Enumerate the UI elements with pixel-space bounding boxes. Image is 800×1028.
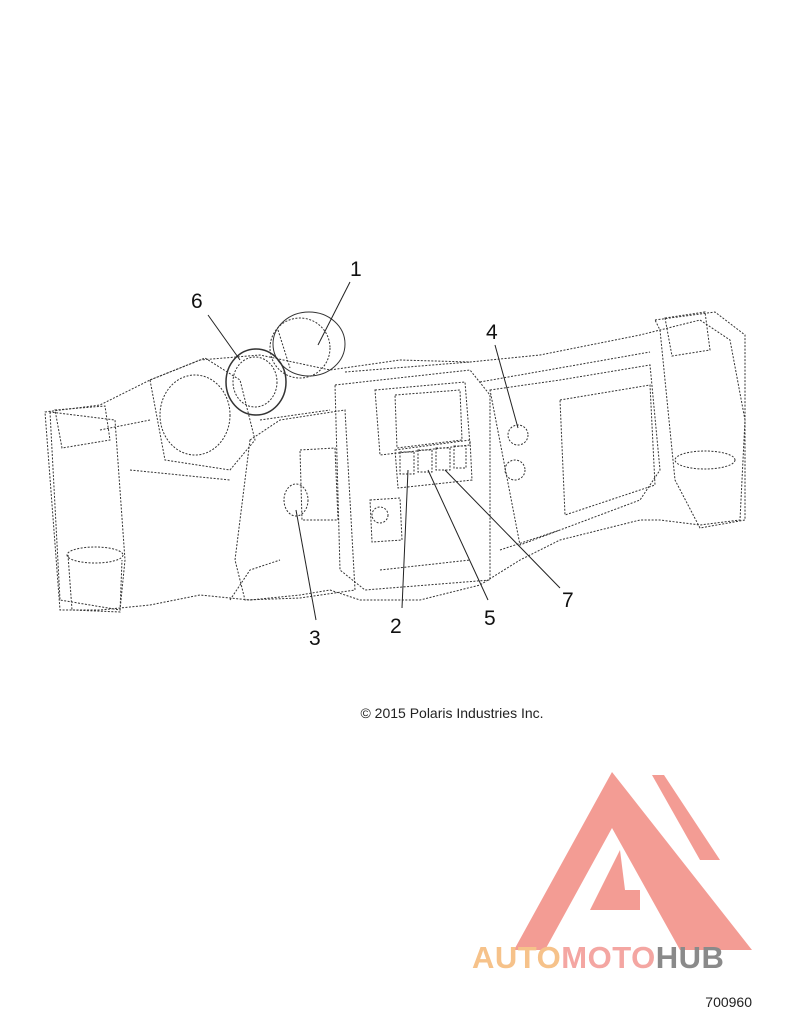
watermark-moto: MOTO xyxy=(561,940,656,975)
watermark-text: AUTOMOTOHUB xyxy=(472,940,724,976)
callout-2: 2 xyxy=(390,615,402,638)
dashboard-assembly-drawing xyxy=(44,311,746,613)
callout-3: 3 xyxy=(309,627,321,650)
callout-6: 6 xyxy=(191,290,203,313)
watermark-logo-icon xyxy=(514,772,752,950)
figure-number: 700960 xyxy=(705,994,752,1010)
callout-5: 5 xyxy=(484,607,496,630)
callout-4: 4 xyxy=(486,321,498,344)
watermark-auto: AUTO xyxy=(472,940,562,975)
callout-1: 1 xyxy=(350,258,362,281)
callout-7: 7 xyxy=(562,589,574,612)
leader-lines xyxy=(207,281,561,621)
watermark-hub: HUB xyxy=(655,940,725,975)
copyright-notice: © 2015 Polaris Industries Inc. xyxy=(360,705,544,721)
